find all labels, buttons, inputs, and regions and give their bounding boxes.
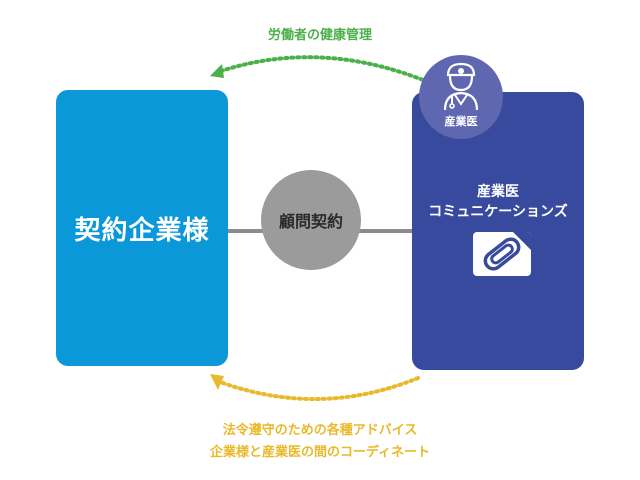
doctor-badge: 産業医 [419,55,503,139]
provider-name-line2: コミュニケーションズ [428,204,568,220]
top-flow-caption: 労働者の健康管理 [267,28,372,43]
doctor-icon [443,62,479,110]
top-flow-arrow [216,55,430,84]
bottom-flow-caption-line2: 企業様と産業医の間のコーディネート [209,445,431,460]
top-flow-arrowhead [210,64,224,78]
advisory-contract-node: 顧問契約 [261,170,361,270]
doctor-badge-label: 産業医 [444,115,478,128]
provider-company-box: 産業医 コミュニケーションズ [412,92,584,370]
bottom-flow-caption-line1: 法令遵守のための各種アドバイス [222,423,418,438]
bottom-flow-arrowhead [210,374,224,390]
client-company-box: 契約企業様 [56,90,228,366]
paperclip-logo-icon [473,232,531,276]
bottom-flow-caption: 法令遵守のための各種アドバイス 企業様と産業医の間のコーディネート [0,420,640,464]
provider-name: 産業医 コミュニケーションズ [412,182,584,222]
client-company-label: 契約企業様 [74,215,210,246]
advisory-contract-label: 顧問契約 [278,212,343,231]
bottom-flow-arrow [218,376,420,402]
provider-name-line1: 産業医 [477,184,519,200]
